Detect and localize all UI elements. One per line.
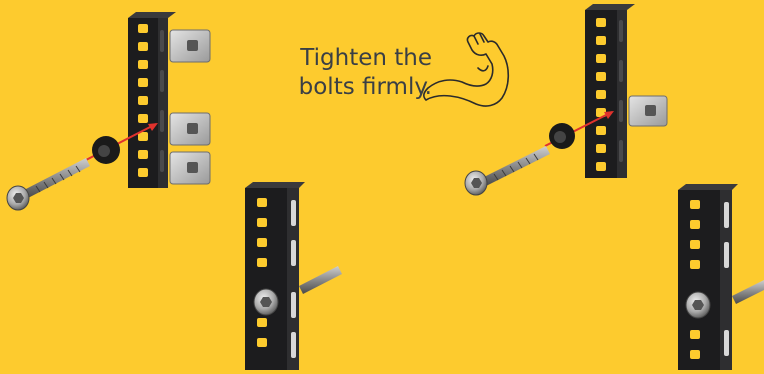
flexed-arm-icon xyxy=(424,33,508,106)
spacer-washer-left xyxy=(92,136,120,164)
instruction-line-2: bolts firmly. xyxy=(262,73,432,102)
step-a-assembled-view xyxy=(245,182,342,370)
step-b-exploded-view xyxy=(465,4,667,195)
rail-left-top xyxy=(128,12,176,188)
mounting-brackets-left xyxy=(170,30,210,184)
instruction-line-1: Tighten the xyxy=(262,44,432,73)
bolt-left xyxy=(7,158,90,210)
instruction-text: Tighten the bolts firmly. xyxy=(262,44,432,102)
step-b-assembled-view xyxy=(678,184,764,370)
step-a-exploded-view xyxy=(7,12,210,210)
